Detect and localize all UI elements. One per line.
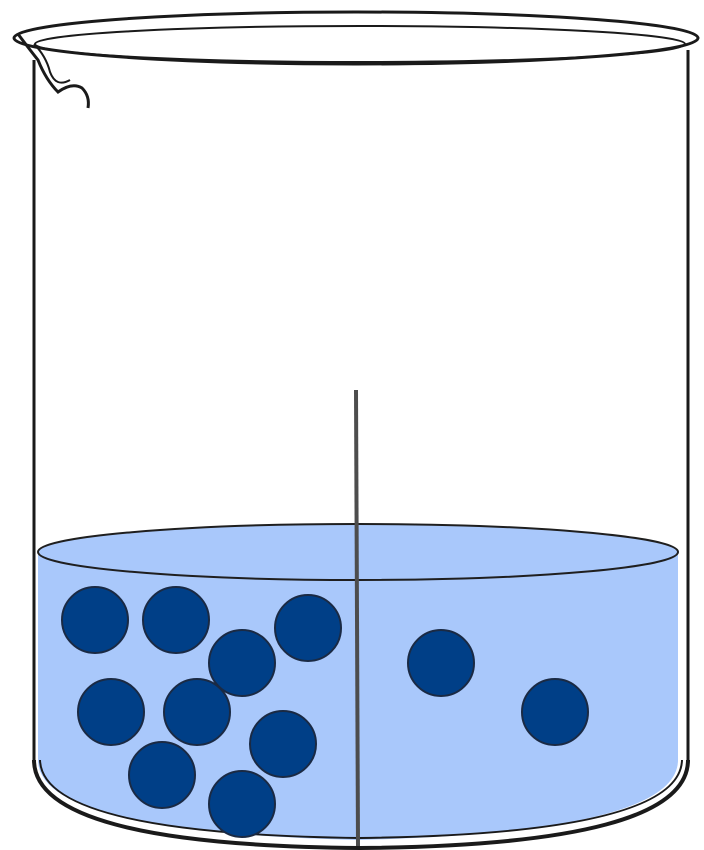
particle	[61, 586, 129, 654]
beaker-base	[32, 759, 690, 850]
right-particles	[407, 629, 589, 746]
particle	[77, 678, 145, 746]
particle	[249, 710, 317, 778]
left-particles	[61, 586, 342, 838]
beaker-spout-inner	[33, 43, 71, 84]
beaker	[12, 10, 700, 850]
particle	[163, 678, 231, 746]
particle	[521, 678, 589, 746]
particle	[274, 594, 342, 662]
particle	[142, 586, 210, 654]
beaker-spout	[16, 33, 90, 109]
particle	[407, 629, 475, 697]
particle	[208, 770, 276, 838]
beaker-base-inner	[39, 759, 683, 840]
membrane-divider	[354, 389, 360, 847]
particle	[128, 741, 196, 809]
beaker-rim-outer	[12, 10, 700, 66]
particle	[208, 629, 276, 697]
